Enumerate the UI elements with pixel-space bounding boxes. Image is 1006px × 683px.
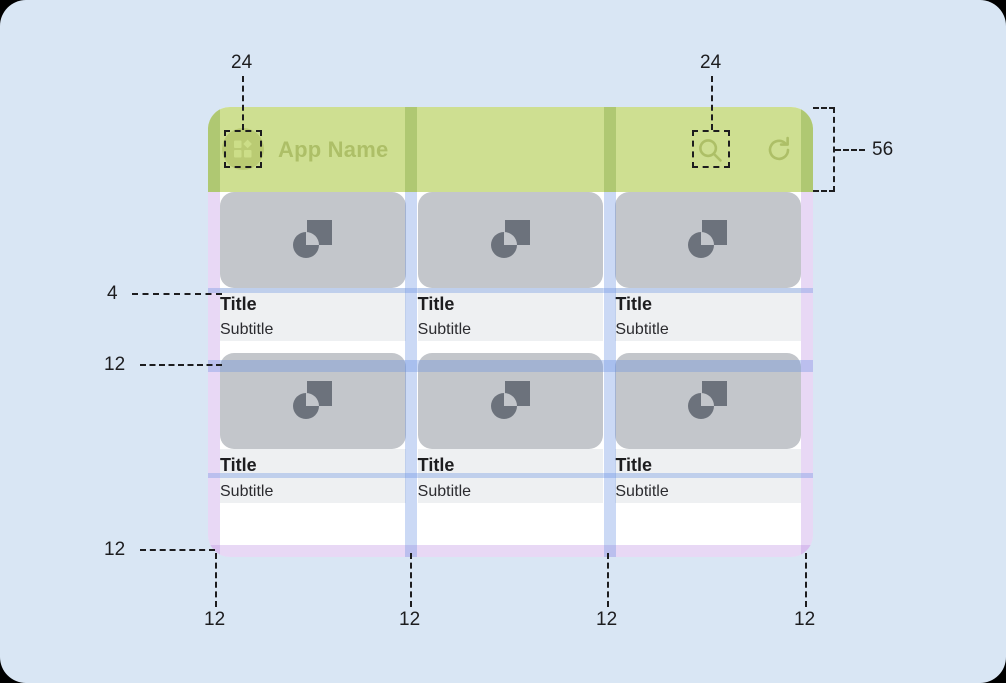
- anno-box-search-touch-target: [692, 130, 730, 168]
- anno-label-bottom-2: 12: [399, 609, 421, 630]
- anno-leader-bottom-4: [805, 553, 807, 607]
- anno-label-bottom-4: 12: [794, 609, 816, 630]
- anno-leader-bottom-1: [215, 553, 217, 607]
- card-title: Title: [220, 455, 257, 476]
- card-text: Title Subtitle: [417, 449, 604, 503]
- anno-leader-icon-target-left: [242, 76, 244, 130]
- card-subtitle: Subtitle: [417, 321, 472, 339]
- anno-box-menu-touch-target: [224, 130, 262, 168]
- card-title: Title: [615, 455, 653, 476]
- image-placeholder-icon: [292, 220, 332, 258]
- card-media: [417, 192, 604, 288]
- anno-leader-bottom-margin: [140, 549, 215, 551]
- anno-label-title-gap: 4: [107, 283, 118, 304]
- card-subtitle: Subtitle: [220, 321, 274, 339]
- app-frame: App Name: [208, 107, 813, 557]
- card-title: Title: [615, 294, 653, 314]
- image-placeholder-icon: [490, 381, 530, 420]
- card-text: Title Subtitle: [615, 449, 802, 503]
- anno-leader-appbar-height: [835, 149, 865, 151]
- card-subtitle: Subtitle: [615, 482, 669, 500]
- card-media: [615, 192, 802, 288]
- card-text: Title Subtitle: [417, 288, 604, 342]
- app-bar-title: App Name: [278, 136, 389, 162]
- anno-leader-icon-target-right: [711, 76, 713, 130]
- anno-label-bottom-3: 12: [596, 609, 618, 630]
- card-media: [220, 192, 406, 288]
- anno-label-appbar-height: 56: [872, 139, 894, 160]
- anno-leader-bottom-3: [607, 553, 609, 607]
- anno-label-icon-target-left: 24: [231, 52, 253, 73]
- anno-leader-bottom-2: [410, 553, 412, 607]
- card-row: Title Subtitle Title Subtitle: [220, 192, 802, 342]
- card-title: Title: [417, 294, 455, 314]
- anno-label-icon-target-right: 24: [700, 52, 722, 73]
- card-text: Title Subtitle: [615, 288, 802, 342]
- image-placeholder-icon: [490, 220, 530, 258]
- anno-label-bottom-margin: 12: [104, 539, 126, 560]
- refresh-icon: [768, 136, 790, 160]
- card-media: [615, 353, 802, 450]
- card[interactable]: Title Subtitle: [417, 192, 604, 342]
- card-text: Title Subtitle: [220, 449, 406, 503]
- card-subtitle: Subtitle: [417, 482, 472, 500]
- card[interactable]: Title Subtitle: [220, 353, 406, 503]
- card[interactable]: Title Subtitle: [615, 353, 802, 503]
- image-placeholder-icon: [292, 381, 332, 420]
- card-text: Title Subtitle: [220, 288, 406, 342]
- card-title: Title: [417, 455, 455, 476]
- card[interactable]: Title Subtitle: [417, 353, 604, 503]
- card-subtitle: Subtitle: [615, 321, 669, 339]
- card-row: Title Subtitle Title Subtitle: [220, 353, 802, 503]
- card[interactable]: Title Subtitle: [220, 192, 406, 342]
- card-media: [417, 353, 604, 450]
- anno-bracket-appbar-height: [813, 107, 835, 192]
- card-grid: Title Subtitle Title Subtitle: [208, 192, 813, 557]
- card-subtitle: Subtitle: [220, 482, 274, 500]
- anno-leader-title-gap: [132, 293, 222, 295]
- card-media: [220, 353, 406, 450]
- image-placeholder-icon: [688, 220, 728, 258]
- anno-label-row-gap: 12: [104, 354, 126, 375]
- anno-label-bottom-1: 12: [204, 609, 226, 630]
- anno-leader-row-gap: [140, 364, 222, 366]
- card-title: Title: [220, 294, 257, 314]
- refresh-button[interactable]: [764, 135, 794, 165]
- card[interactable]: Title Subtitle: [615, 192, 802, 342]
- image-placeholder-icon: [688, 381, 728, 420]
